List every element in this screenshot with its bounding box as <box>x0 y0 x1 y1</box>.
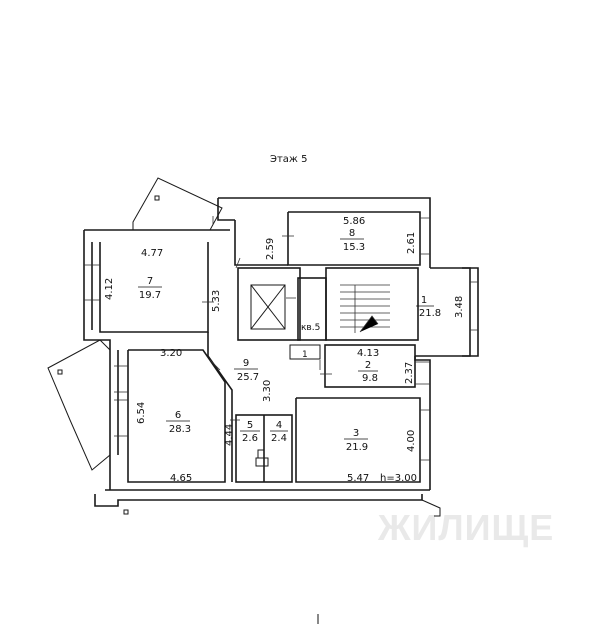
dim-465: 4.65 <box>170 473 192 484</box>
room-3-label: 3 21.9 <box>344 428 368 453</box>
svg-text:3: 3 <box>353 428 359 439</box>
dim-547: 5.47 <box>347 473 369 484</box>
svg-text:2: 2 <box>365 360 371 371</box>
svg-text:4: 4 <box>276 420 282 431</box>
stair-label: кв.5 <box>301 323 320 333</box>
dim-237: 2.37 <box>404 362 415 384</box>
dim-320: 3.20 <box>160 348 182 359</box>
svg-text:19.7: 19.7 <box>139 290 161 301</box>
svg-text:25.7: 25.7 <box>237 372 259 383</box>
dim-586: 5.86 <box>343 216 365 227</box>
watermark: ЖИЛИЩЕ <box>377 507 554 548</box>
svg-text:8: 8 <box>349 228 355 239</box>
svg-text:2.4: 2.4 <box>271 433 287 444</box>
room-4-label: 4 2.4 <box>270 420 288 444</box>
dim-444: 4.44 <box>224 424 235 446</box>
dim-400: 4.00 <box>406 430 417 452</box>
room-7-label: 7 19.7 <box>138 276 162 301</box>
svg-text:21.9: 21.9 <box>346 442 368 453</box>
dim-330: 3.30 <box>262 380 273 402</box>
dim-654: 6.54 <box>136 402 147 424</box>
windows <box>84 217 478 461</box>
dim-261: 2.61 <box>406 232 417 254</box>
room-8-label: 8 15.3 <box>340 228 365 253</box>
interior-walls <box>99 211 421 483</box>
dim-413: 4.13 <box>357 348 379 359</box>
dim-259: 2.59 <box>265 238 276 260</box>
room-9-label: 9 25.7 <box>234 358 259 383</box>
svg-text:5: 5 <box>247 420 253 431</box>
dim-533: 5.33 <box>211 290 222 312</box>
room-5-label: 5 2.6 <box>240 420 260 444</box>
room-1-label: 1 21.8 <box>416 295 441 319</box>
dim-348: 3.48 <box>454 296 465 318</box>
dim-1: 1 <box>302 350 308 360</box>
dim-412: 4.12 <box>104 278 115 300</box>
svg-text:9: 9 <box>243 358 249 369</box>
room-6-label: 6 28.3 <box>166 410 191 435</box>
svg-text:6: 6 <box>175 410 181 421</box>
floor-title: Этаж 5 <box>270 154 308 165</box>
ceiling-height: h=3.00 <box>380 473 417 484</box>
dimension-labels: 5.86 4.77 3.20 4.13 4.65 5.47 h=3.00 2.5… <box>104 216 465 484</box>
svg-text:1: 1 <box>421 295 427 306</box>
svg-text:9.8: 9.8 <box>362 373 378 384</box>
room-2-label: 2 9.8 <box>358 360 378 384</box>
svg-text:28.3: 28.3 <box>169 424 191 435</box>
balconies <box>47 177 441 517</box>
svg-text:21.8: 21.8 <box>419 308 441 319</box>
doors <box>202 216 332 421</box>
room-labels: 1 21.8 2 9.8 3 21.9 4 2.4 5 2.6 6 28.3 <box>138 228 441 453</box>
svg-text:2.6: 2.6 <box>242 433 258 444</box>
svg-text:15.3: 15.3 <box>343 242 365 253</box>
svg-text:7: 7 <box>147 276 153 287</box>
dim-477: 4.77 <box>141 248 163 259</box>
outer-walls <box>83 197 479 507</box>
